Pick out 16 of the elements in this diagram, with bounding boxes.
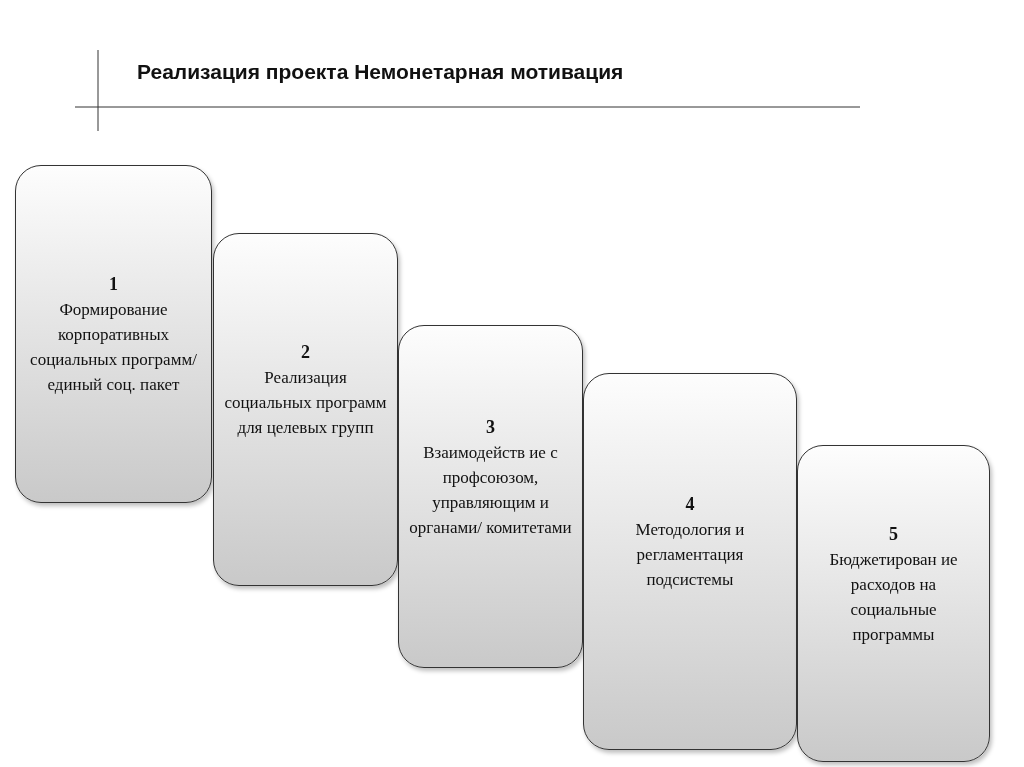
step-card (398, 325, 583, 668)
step-card (583, 373, 797, 750)
step-number: 5 (889, 522, 898, 546)
step-number: 3 (486, 415, 495, 439)
step-number: 2 (301, 341, 310, 364)
step-text: Методология и регламентация подсистемы (634, 519, 746, 591)
step-text: Формирование корпоративных социальных программ/ единый соц. пакет (29, 299, 198, 396)
step-number: 4 (685, 493, 695, 516)
step-card (213, 233, 398, 586)
step-number: 1 (109, 273, 118, 296)
step-text: Реализация социальных программ для целевых групп (224, 367, 387, 439)
step-text: Бюджетирован ие расходов на социальные программы (828, 548, 959, 646)
step-text: Взаимодейств ие с профсоюзом, управляющим и органами/ комитетами (409, 441, 572, 539)
slide-title: Реализация проекта Немонетарная мотивация (137, 60, 624, 84)
step-card (797, 445, 990, 762)
step-card (15, 165, 212, 503)
